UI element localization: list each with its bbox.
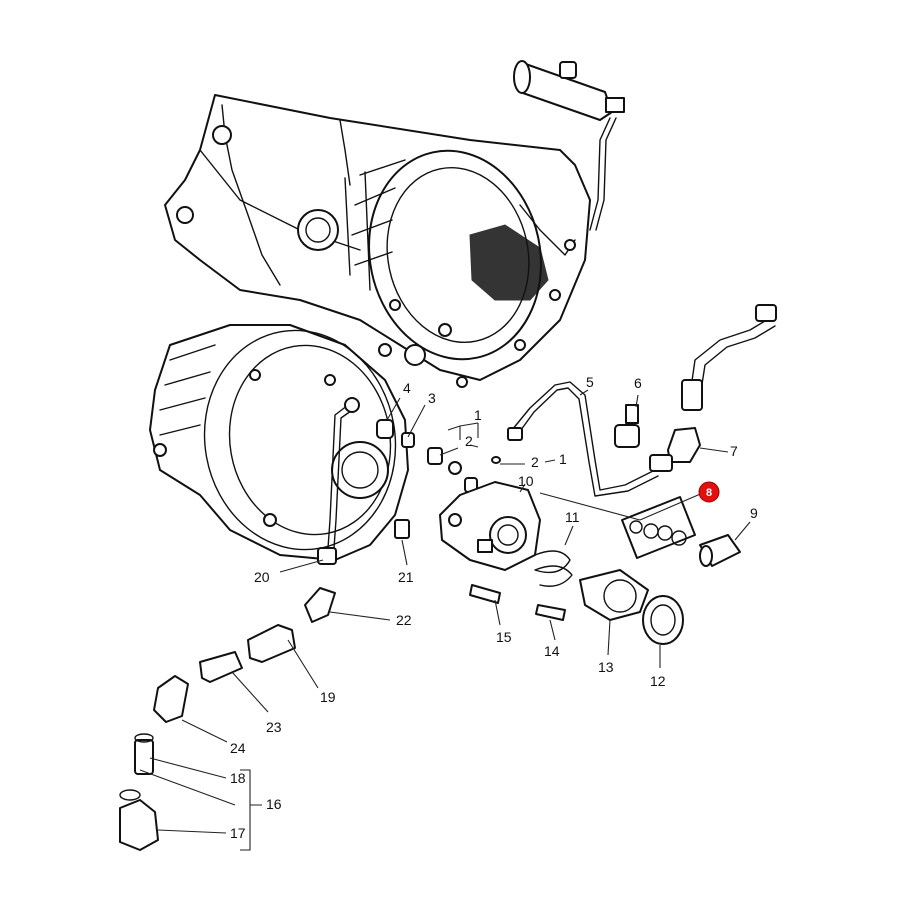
callout-3: 3 <box>428 390 436 406</box>
callout-5: 5 <box>586 374 594 390</box>
callout-2: 2 <box>531 454 539 470</box>
callout-20: 20 <box>254 569 270 585</box>
callout-13: 13 <box>598 659 614 675</box>
callout-2: 2 <box>465 433 473 449</box>
callout-21: 21 <box>398 569 414 585</box>
callout-24: 24 <box>230 740 246 756</box>
callout-10: 10 <box>518 473 534 489</box>
callout-17: 17 <box>230 825 246 841</box>
callouts: 1 2 3 4 2 1 5 6 7 8 9 10 11 12 13 14 15 … <box>230 374 758 841</box>
callout-8-highlight[interactable]: 8 <box>698 481 720 503</box>
callout-8: 8 <box>706 487 712 499</box>
callout-18: 18 <box>230 770 246 786</box>
callout-9: 9 <box>750 505 758 521</box>
callout-7: 7 <box>730 443 738 459</box>
callout-12: 12 <box>650 673 666 689</box>
callout-22: 22 <box>396 612 412 628</box>
callout-1: 1 <box>559 451 567 467</box>
leader-lines <box>139 389 751 851</box>
exploded-parts <box>376 304 777 645</box>
clutch-housing <box>149 324 409 561</box>
callout-6: 6 <box>634 375 642 391</box>
callout-4: 4 <box>403 380 411 396</box>
callout-11: 11 <box>565 509 580 525</box>
callout-15: 15 <box>496 629 512 645</box>
lower-fittings <box>119 547 337 851</box>
callout-1: 1 <box>474 407 482 423</box>
master-cylinder <box>513 60 625 231</box>
callout-16: 16 <box>266 796 282 812</box>
callout-23: 23 <box>266 719 282 735</box>
callout-14: 14 <box>544 643 560 659</box>
callout-19: 19 <box>320 689 336 705</box>
transmission-housing <box>164 94 591 388</box>
